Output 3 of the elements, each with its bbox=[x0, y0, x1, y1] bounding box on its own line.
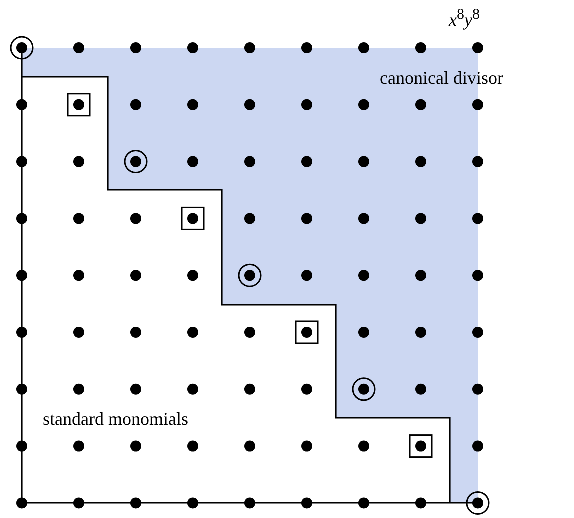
monomial-label: x$^{8}$y$^{8}$ bbox=[449, 6, 480, 32]
region-label: standard monomials bbox=[43, 409, 188, 431]
region-label: canonical divisor bbox=[380, 68, 504, 90]
